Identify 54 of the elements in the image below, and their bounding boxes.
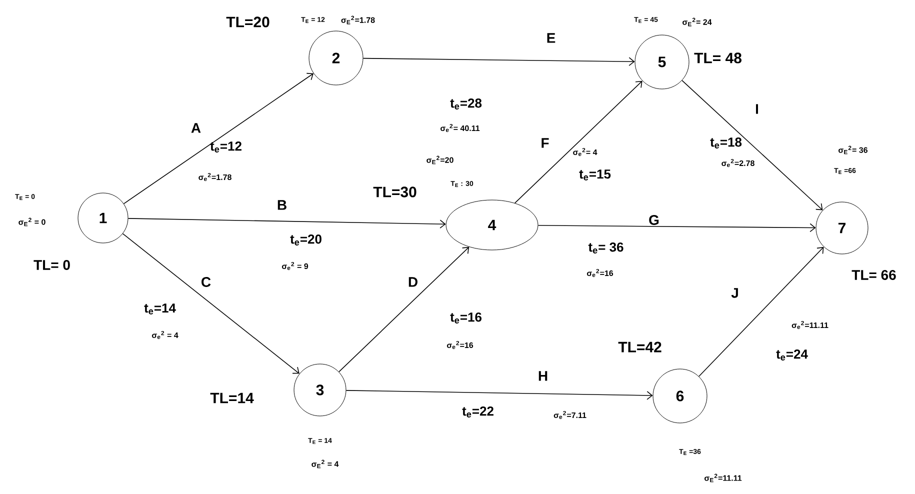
event-annotation: σ$_{E}$$^{2}$= 36	[838, 146, 868, 154]
event-annotation: TL=30	[373, 186, 416, 198]
edge-label: J	[730, 287, 740, 299]
edge-label: H	[536, 370, 550, 382]
activity-annotation: t$_{e}$=15	[579, 170, 611, 180]
activity-annotation: σ$_{e}$$^{2}$ = 9	[282, 262, 308, 270]
event-annotation: TL=42	[618, 342, 662, 352]
activity-annotation: t$_{e}$=14	[144, 304, 176, 314]
activity-annotation: σ$_{e}$$^{2}$= 40.11	[440, 124, 480, 132]
event-annotation: σ$_{E}$$^{2}$= 24	[682, 18, 712, 26]
edge-label: C	[200, 276, 212, 288]
arrow	[514, 80, 642, 204]
event-annotation: σ$_{E}$$^{2}$ = 0	[18, 218, 46, 226]
event-annotation: TL=20	[226, 16, 270, 28]
edge-label: E	[545, 32, 557, 44]
arrow	[682, 80, 823, 210]
arrow	[338, 246, 470, 372]
activity-annotation: t$_{e}$= 36	[588, 242, 624, 254]
event-annotation: TL= 48	[694, 52, 742, 64]
arrow	[123, 72, 314, 204]
activity-annotation: σ$_{e}$$^{2}$=16	[586, 268, 614, 278]
event-annotation: σ$_{E}$$^{2}$=1.78	[341, 16, 375, 24]
edge-label: A	[190, 122, 202, 134]
activity-annotation: t$_{e}$=18	[710, 138, 742, 148]
arrow	[128, 218, 446, 228]
activity-annotation: t$_{e}$=24	[776, 350, 808, 360]
event-annotation: σ$_{E}$$^{2}$=20	[426, 156, 454, 164]
arrow	[346, 390, 653, 400]
activity-annotation: t$_{e}$=12	[210, 142, 242, 152]
event-annotation: TL= 66	[852, 270, 896, 280]
activity-annotation: σ$_{e}$$^{2}$=7.11	[554, 410, 586, 420]
event-annotation: σ$_{E}$$^{2}$ = 4	[312, 460, 339, 468]
activity-annotation: t$_{e}$=28	[450, 98, 482, 110]
activity-annotation: σ$_{e}$$^{2}$ = 4	[152, 330, 178, 340]
event-annotation: σ$_{E}$$^{2}$=11.11	[704, 474, 742, 482]
activity-annotation: σ$_{e}$$^{2}$=1.78	[198, 172, 232, 182]
arrow	[698, 246, 824, 377]
event-annotation: TL= 0	[34, 260, 70, 270]
activity-annotation: t$_{e}$=16	[450, 312, 482, 324]
activity-annotation: σ$_{e}$$^{2}$= 4	[573, 148, 598, 156]
arrow	[362, 57, 635, 66]
edge-label: F	[540, 137, 550, 149]
event-annotation: TL=14	[210, 392, 254, 404]
edge-label: D	[406, 276, 420, 288]
activity-annotation: σ$_{e}$$^{2}$=2.78	[722, 158, 754, 168]
arrow	[538, 223, 816, 232]
activity-annotation: σ$_{e}$$^{2}$=11.11	[792, 320, 828, 330]
activity-annotation: t$_{e}$=22	[462, 406, 494, 418]
edge-label: I	[754, 103, 760, 115]
activity-annotation: σ$_{e}$$^{2}$=16	[446, 340, 474, 350]
activity-annotation: t$_{e}$=20	[290, 234, 322, 246]
edge-label: B	[276, 199, 288, 211]
arrow	[122, 233, 300, 374]
edge-label: G	[648, 214, 660, 226]
